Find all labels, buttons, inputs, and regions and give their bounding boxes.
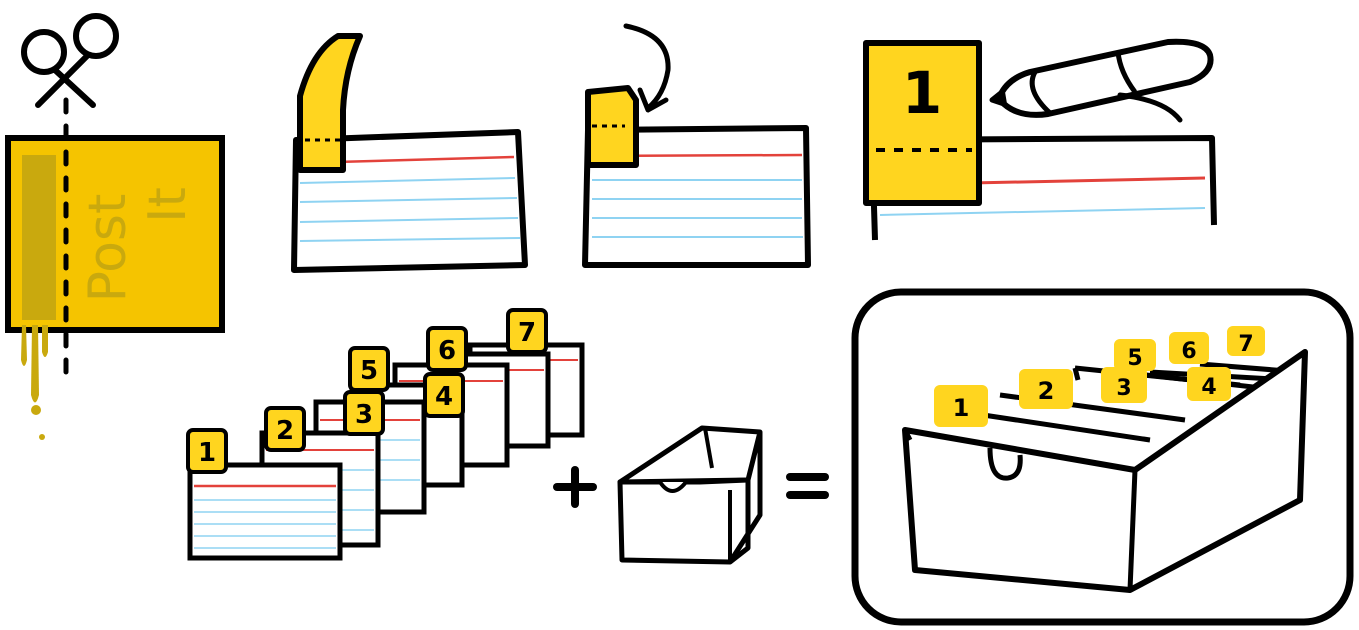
postit-label-it: It: [138, 187, 198, 223]
drawer-tab-7: 7: [1228, 327, 1264, 357]
stack-tab-3: 3: [345, 392, 383, 434]
drawer-tab-5: 5: [1115, 340, 1155, 371]
svg-text:3: 3: [355, 400, 373, 430]
svg-text:5: 5: [360, 356, 378, 386]
drawer-tab-3: 3: [1102, 368, 1146, 402]
pen-icon: [992, 42, 1211, 120]
svg-text:=: =: [808, 486, 809, 488]
svg-text:2: 2: [1038, 377, 1055, 405]
equals-sign: =: [790, 477, 825, 495]
svg-text:3: 3: [1116, 376, 1131, 401]
stack-tab-1: 1: [188, 430, 226, 472]
svg-text:1: 1: [198, 438, 216, 468]
drawer-tab-2: 2: [1020, 370, 1072, 408]
drawer-tab-4: 4: [1188, 368, 1230, 400]
stack-tab-2: 2: [266, 408, 304, 450]
stack-tab-6: 6: [428, 328, 466, 370]
plus-sign: +: [557, 470, 593, 504]
postit-note: Post It: [8, 138, 222, 330]
empty-card-box: [620, 428, 760, 562]
svg-text:4: 4: [435, 382, 453, 412]
stack-card-1: [190, 465, 340, 558]
svg-text:7: 7: [1238, 332, 1253, 357]
svg-text:7: 7: [518, 318, 536, 348]
glue-stripe: [22, 155, 56, 320]
card-stack: 7 6 5 4 3 2 1: [188, 310, 582, 558]
postit-label-post: Post: [78, 194, 138, 303]
tab-labeled: 1: [866, 43, 979, 203]
svg-text:4: 4: [1201, 375, 1216, 400]
tab-number: 1: [902, 59, 942, 127]
svg-text:2: 2: [276, 416, 294, 446]
stack-tab-7: 7: [508, 310, 546, 352]
drawer-tab-1: 1: [935, 386, 987, 426]
svg-text:6: 6: [1181, 339, 1196, 364]
glue-drips: [21, 325, 48, 440]
stack-tab-4: 4: [425, 374, 463, 416]
drawer-tab-6: 6: [1170, 333, 1208, 364]
tab-folded: [588, 88, 636, 165]
stack-tab-5: 5: [350, 348, 388, 390]
svg-text:6: 6: [438, 336, 456, 366]
scissors-icon: [24, 16, 116, 105]
svg-text:1: 1: [953, 394, 970, 422]
